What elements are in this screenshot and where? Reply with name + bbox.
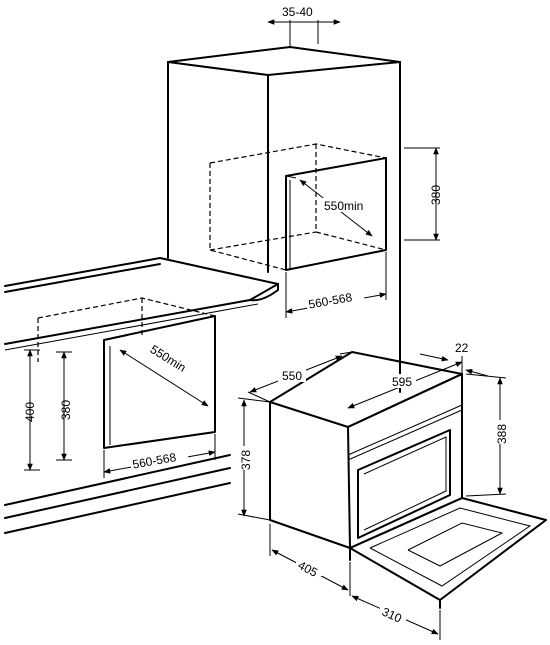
dim-upper-height: 380 bbox=[429, 185, 443, 205]
dim-door-depth: 310 bbox=[380, 605, 404, 626]
dim-upper-width: 560-568 bbox=[307, 290, 353, 311]
dim-oven-width: 595 bbox=[392, 375, 412, 389]
dim-oven-offset: 22 bbox=[455, 341, 469, 355]
dim-oven-depth: 550 bbox=[282, 369, 302, 383]
dim-lower-depth: 550min bbox=[148, 342, 189, 375]
counter-top bbox=[4, 257, 279, 351]
lower-cabinet bbox=[4, 297, 231, 534]
dim-upper-depth: 550min bbox=[324, 199, 363, 213]
dim-oven-side-height: 378 bbox=[239, 450, 253, 470]
dim-top-gap: 35-40 bbox=[282, 5, 313, 19]
dim-lower-inner-height: 380 bbox=[59, 400, 73, 420]
dim-oven-front-height: 388 bbox=[495, 424, 509, 444]
upper-cabinet bbox=[167, 46, 401, 393]
dim-lower-outer-height: 400 bbox=[23, 402, 37, 422]
dim-oven-base-depth: 405 bbox=[296, 558, 321, 580]
